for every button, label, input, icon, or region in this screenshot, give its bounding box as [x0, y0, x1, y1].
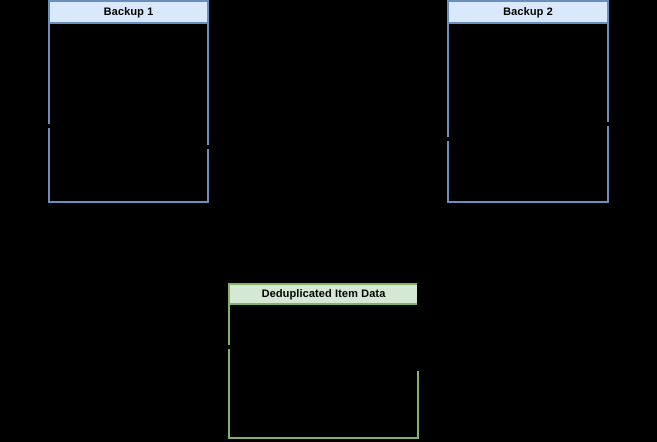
edge-backup-2-to-dedup	[417, 138, 447, 140]
node-backup-2[interactable]: Backup 2	[447, 0, 609, 203]
edge-backup-1-to-dedup-vertical	[226, 146, 228, 346]
anchor-backup-2-right[interactable]	[605, 122, 609, 126]
anchor-backup-1-left[interactable]	[46, 124, 50, 128]
node-deduplicated-item-data-title: Deduplicated Item Data	[261, 287, 386, 300]
anchor-dedup-left[interactable]	[226, 345, 230, 349]
node-deduplicated-item-data-header: Deduplicated Item Data	[228, 283, 419, 305]
edge-backup-2-to-dedup-vertical	[417, 138, 419, 368]
node-backup-1-header: Backup 1	[48, 0, 209, 24]
anchor-dedup-right[interactable]	[415, 367, 419, 371]
anchor-backup-2-left[interactable]	[445, 137, 449, 141]
node-backup-1-title: Backup 1	[103, 5, 154, 18]
edge-backup-1-to-dedup	[207, 146, 228, 148]
node-backup-1[interactable]: Backup 1	[48, 0, 209, 203]
node-backup-1-body	[48, 24, 209, 203]
node-backup-2-header: Backup 2	[447, 0, 609, 24]
node-backup-2-body	[447, 24, 609, 203]
node-deduplicated-item-data-body	[228, 305, 419, 439]
node-deduplicated-item-data[interactable]: Deduplicated Item Data	[228, 283, 419, 439]
node-backup-2-title: Backup 2	[503, 5, 553, 18]
